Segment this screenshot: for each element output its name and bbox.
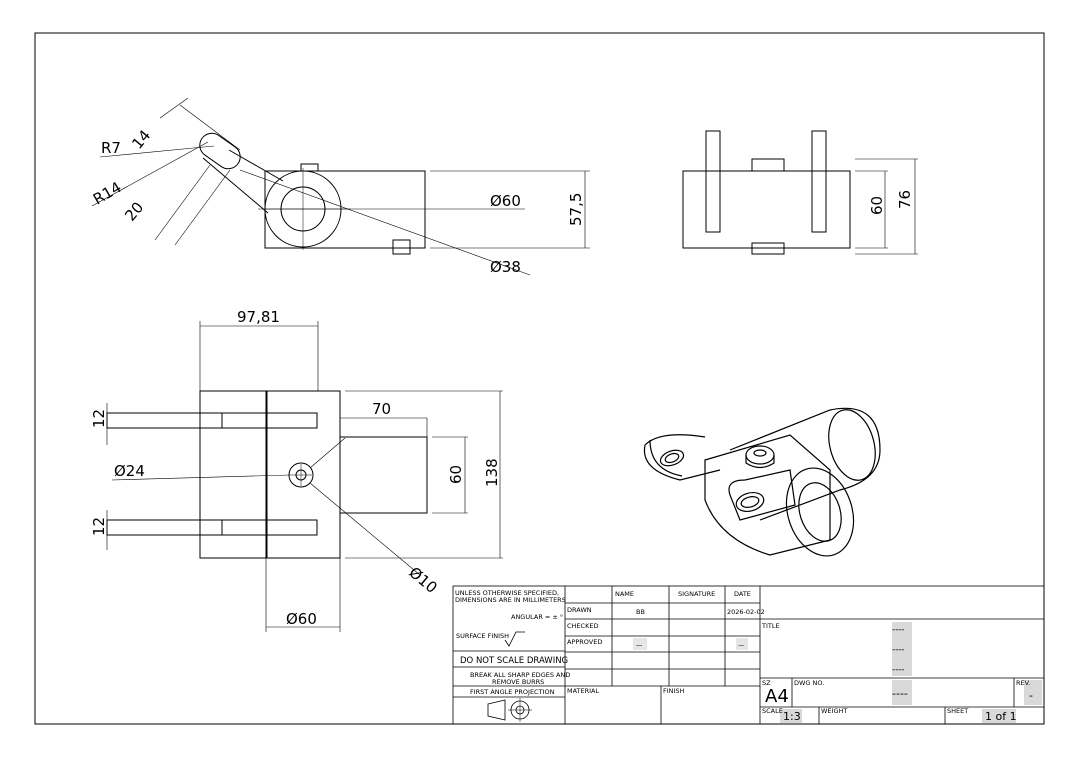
rev-field-shade	[1024, 680, 1042, 705]
dim-60-side: 60	[868, 196, 886, 215]
finish-label: FINISH	[663, 687, 685, 695]
drawn-name: BB	[636, 608, 645, 616]
dwg-no-label: DWG NO.	[794, 679, 824, 687]
top-view	[106, 321, 503, 632]
row-approved: APPROVED	[567, 638, 602, 646]
approved-name: —	[636, 641, 643, 649]
scale-value: 1:3	[783, 710, 801, 723]
title-line-1: ----	[892, 625, 904, 635]
dim-14: 14	[128, 126, 154, 152]
sheet-field-shade	[982, 709, 1016, 723]
material-label: MATERIAL	[567, 687, 600, 695]
title-field-shade	[892, 622, 912, 676]
row-drawn: DRAWN	[567, 606, 592, 614]
size-label: SZ	[762, 679, 771, 687]
dim-20: 20	[121, 198, 147, 224]
title-line-2: ----	[892, 645, 904, 655]
dim-12-bottom: 12	[90, 517, 108, 536]
dwg-no: ----	[892, 687, 908, 700]
header-signature: SIGNATURE	[678, 590, 715, 598]
rev-value: -	[1029, 689, 1033, 702]
break-edges-line1: BREAK ALL SHARP EDGES AND	[470, 671, 570, 679]
dim-dia60-top: Ø60	[286, 610, 317, 628]
rev-label: REV.	[1016, 679, 1030, 687]
dim-dia60-front: Ø60	[490, 192, 521, 210]
drawn-date: 2026-02-02	[727, 608, 765, 616]
dim-138: 138	[483, 458, 501, 487]
row-checked: CHECKED	[567, 622, 598, 630]
sheet-number: 1 of 1	[985, 710, 1017, 723]
dim-97-81: 97,81	[237, 308, 280, 326]
dim-70: 70	[372, 400, 391, 418]
isometric-view	[643, 407, 881, 557]
title-line-3: ----	[892, 665, 904, 675]
dim-dia24: Ø24	[114, 462, 145, 480]
dim-57-5: 57,5	[567, 193, 585, 226]
header-name: NAME	[615, 590, 634, 598]
dim-dia10: Ø10	[405, 563, 440, 597]
dim-dia38: Ø38	[490, 258, 521, 276]
scale-label: SCALE	[762, 707, 783, 715]
header-date: DATE	[734, 590, 751, 598]
do-not-scale-note: DO NOT SCALE DRAWING	[460, 656, 568, 666]
projection-label: FIRST ANGLE PROJECTION	[470, 688, 555, 696]
dim-60-top: 60	[447, 465, 465, 484]
dim-r7: R7	[101, 139, 121, 157]
approved-name-shade	[633, 638, 647, 650]
sheet-size: A4	[765, 686, 789, 707]
dim-12-top: 12	[90, 409, 108, 428]
front-view	[91, 97, 590, 276]
angular-tolerance: ANGULAR = ± °	[511, 613, 563, 621]
tolerance-note-1: UNLESS OTHERWISE SPECIFIED,	[455, 589, 559, 597]
approved-date: —	[738, 641, 745, 649]
title-label: TITLE	[761, 622, 780, 630]
tolerance-note-2: DIMENSIONS ARE IN MILLIMETERS	[455, 596, 566, 604]
dwg-field-shade	[892, 680, 912, 705]
sheet-label: SHEET	[947, 707, 968, 715]
surface-finish-label: SURFACE FINISH	[456, 632, 509, 640]
dim-76: 76	[896, 190, 914, 209]
weight-label: WEIGHT	[821, 707, 847, 715]
scale-field-shade	[780, 709, 802, 723]
approved-date-shade	[736, 638, 748, 650]
side-view	[682, 130, 918, 255]
title-block	[452, 585, 1045, 725]
break-edges-line2: REMOVE BURRS	[492, 678, 544, 686]
